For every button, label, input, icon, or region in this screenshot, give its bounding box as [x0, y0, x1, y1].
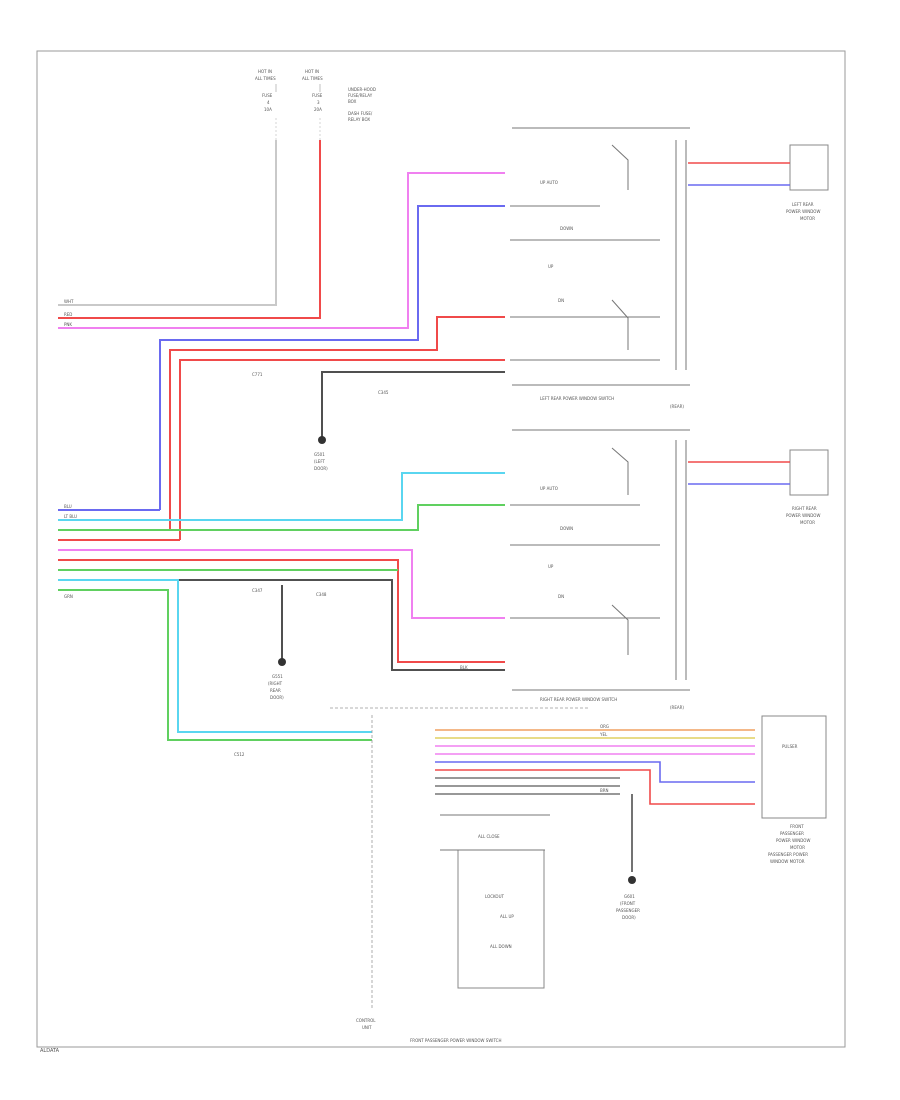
upper-wiring — [58, 140, 505, 540]
left-rear-panel-subtitle: (REAR) — [670, 404, 684, 409]
front-motor-0: FRONT — [790, 824, 804, 829]
ground-g2-3: DOOR) — [270, 695, 284, 700]
left-rear-motor-1: POWER WINDOW — [786, 209, 820, 214]
front-motor-5: WINDOW MOTOR — [770, 859, 805, 864]
front-passenger-motor: PULSER FRONT PASSENGER POWER WINDOW MOTO… — [761, 715, 827, 864]
ground-g3-2: PASSENGER — [616, 908, 640, 913]
tag-blk: BLK — [460, 665, 468, 670]
lockout-label: LOCKOUT — [485, 894, 505, 899]
tag-yel: YEL — [599, 732, 608, 737]
connector-4: C512 — [234, 752, 245, 757]
ground-g3-0: G601 — [624, 894, 635, 899]
front-motor-1: PASSENGER — [780, 831, 804, 836]
ground-g3-3: DOOR) — [622, 915, 636, 920]
callout-left-3: 4 — [267, 100, 270, 105]
callout-left-4: 10A — [264, 107, 272, 112]
left-rear-switch-panel: UP AUTO DOWN UP DN LEFT REAR POWER WINDO… — [510, 127, 690, 409]
tag-blu: BLU — [64, 504, 72, 509]
callout-right-1: ALL TIMES — [302, 76, 323, 81]
control-unit-0: CONTROL — [356, 1018, 376, 1023]
ground-symbol-g2 — [278, 658, 286, 666]
right-rear-up-auto: UP AUTO — [540, 486, 558, 491]
tag-grn: GRN — [64, 594, 73, 599]
ground-g2-2: REAR — [270, 688, 281, 693]
ground-g1-2: DOOR) — [314, 466, 328, 471]
left-rear-motor-0: LEFT REAR — [792, 202, 814, 207]
tag-red: RED — [64, 312, 72, 317]
ground-symbol-g1 — [318, 436, 326, 444]
all-up-label: ALL UP — [500, 914, 514, 919]
tag-brn: BRN — [600, 788, 609, 793]
callout-junction-2: BOX — [348, 99, 357, 104]
right-rear-motor-1: POWER WINDOW — [786, 513, 820, 518]
ground-g3-1: (FRONT — [620, 901, 636, 906]
right-rear-switch-panel: UP AUTO DOWN UP DN RIGHT REAR POWER WIND… — [510, 429, 690, 710]
lower-wiring — [58, 472, 505, 741]
left-rear-panel-title: LEFT REAR POWER WINDOW SWITCH — [540, 396, 614, 401]
left-rear-motor-2: MOTOR — [800, 216, 815, 221]
connector-0: C771 — [252, 372, 263, 377]
front-motor-2: POWER WINDOW — [776, 838, 810, 843]
tag-ltblu: LT BLU — [64, 514, 77, 519]
pulser-label: PULSER — [782, 744, 798, 749]
callout-junction-4: DASH FUSE/ — [348, 111, 373, 116]
all-close-label: ALL CLOSE — [478, 834, 500, 839]
right-rear-motor: RIGHT REAR POWER WINDOW MOTOR — [688, 449, 829, 525]
top-callouts: HOT IN ALL TIMES FUSE 4 10A HOT IN ALL T… — [255, 69, 376, 140]
left-rear-down: DOWN — [560, 226, 573, 231]
tag-wht: WHT — [64, 299, 74, 304]
ground-symbol-g3 — [628, 876, 636, 884]
right-rear-dn: DN — [558, 594, 564, 599]
right-rear-panel-title: RIGHT REAR POWER WINDOW SWITCH — [540, 697, 617, 702]
front-motor-4: PASSENGER POWER — [768, 852, 808, 857]
callout-left-1: ALL TIMES — [255, 76, 276, 81]
ground-g1-0: G501 — [314, 452, 325, 457]
callout-junction-1: FUSE/RELAY — [348, 93, 373, 98]
control-unit-1: UNIT — [362, 1025, 372, 1030]
right-rear-motor-0: RIGHT REAR — [792, 506, 817, 511]
connector-3: C348 — [316, 592, 327, 597]
left-rear-up: UP — [548, 264, 554, 269]
callout-junction-5: RELAY BOX — [348, 117, 370, 122]
ground-g1-1: (LEFT — [314, 459, 326, 464]
all-down-label: ALL DOWN — [490, 944, 512, 949]
callout-right-3: 3 — [317, 100, 320, 105]
callout-left-0: HOT IN — [258, 69, 272, 74]
callout-right-0: HOT IN — [305, 69, 319, 74]
diagram-frame — [36, 50, 846, 1048]
tag-pnk: PNK — [64, 322, 72, 327]
tag-org: ORG — [600, 724, 609, 729]
footer-code: ALDATA — [40, 1048, 60, 1054]
callout-right-4: 20A — [314, 107, 322, 112]
left-rear-dn: DN — [558, 298, 564, 303]
callout-junction-0: UNDER-HOOD — [348, 87, 376, 92]
ground-g2-1: (RIGHT — [268, 681, 283, 686]
connector-2: C347 — [252, 588, 263, 593]
callout-left-2: FUSE — [262, 93, 273, 98]
left-rear-up-auto: UP AUTO — [540, 180, 558, 185]
front-motor-3: MOTOR — [790, 845, 805, 850]
ground-g2-0: G551 — [272, 674, 283, 679]
front-passenger-switch-box: ALL CLOSE LOCKOUT ALL UP ALL DOWN CONTRO… — [330, 707, 590, 1043]
callout-right-2: FUSE — [312, 93, 323, 98]
right-rear-down: DOWN — [560, 526, 573, 531]
right-rear-motor-2: MOTOR — [800, 520, 815, 525]
left-rear-motor: LEFT REAR POWER WINDOW MOTOR — [688, 144, 829, 221]
front-passenger-wiring — [435, 729, 755, 872]
right-rear-panel-subtitle: (REAR) — [670, 705, 684, 710]
connector-1: C345 — [378, 390, 389, 395]
front-passenger-panel-title: FRONT PASSENGER POWER WINDOW SWITCH — [410, 1038, 501, 1043]
right-rear-up: UP — [548, 564, 554, 569]
